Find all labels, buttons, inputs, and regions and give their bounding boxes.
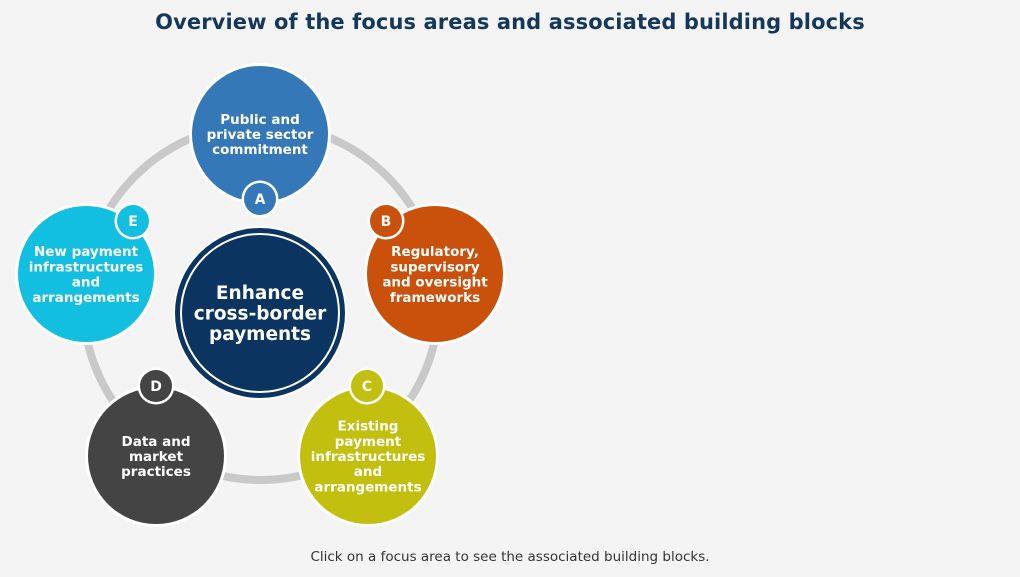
page-title: Overview of the focus areas and associat… [155,10,865,34]
focus-area-letter: A [255,192,266,208]
label-line: Regulatory, [391,244,479,260]
label-line: infrastructures [311,449,426,465]
focus-area-badge [370,205,402,237]
label-line: payments [209,324,311,345]
label-line: cross-border [194,304,327,325]
label-line: arrangements [314,479,421,495]
label-line: Existing [338,419,399,435]
center-node-fill [182,235,338,391]
label-line: Public and [220,112,300,128]
label-line: payment [335,434,402,450]
focus-area-circle[interactable] [192,66,328,202]
focus-area-circle[interactable] [88,388,224,524]
instruction-text: Click on a focus area to see the associa… [310,549,710,565]
label-line: and oversight [382,275,488,291]
focus-area-badge [351,370,383,402]
focus-area-letter: B [381,214,392,230]
focus-area-letter: C [362,379,372,395]
label-line: commitment [212,142,308,158]
label-line: New payment [34,244,139,260]
label-line: and [354,464,382,480]
label-line: and [72,275,100,291]
focus-area-circle[interactable] [300,388,436,524]
label-line: Enhance [216,283,304,304]
focus-area-letter: D [150,379,162,395]
focus-area-badge [117,205,149,237]
label-line: infrastructures [29,259,144,275]
focus-area-circle[interactable] [18,206,154,342]
focus-area-badge [244,183,276,215]
label-line: arrangements [32,290,139,306]
label-line: market [129,449,184,465]
label-line: private sector [207,127,314,143]
focus-area-badge [140,370,172,402]
label-line: supervisory [390,259,480,275]
focus-area-circle[interactable] [367,206,503,342]
focus-area-letter: E [128,214,138,230]
label-line: Data and [122,434,191,450]
label-line: practices [121,464,191,480]
label-line: frameworks [390,290,480,306]
